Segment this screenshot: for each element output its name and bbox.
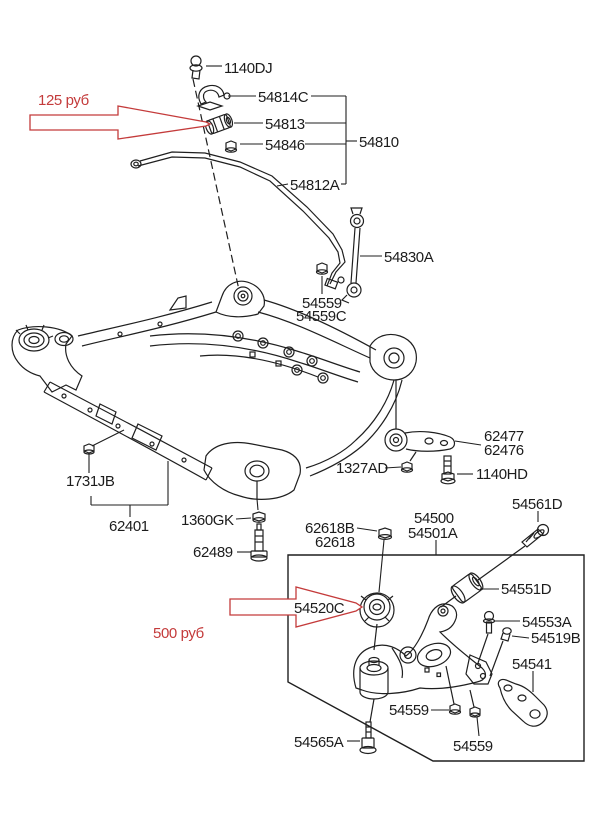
part-label-54559-27: 54559 — [389, 702, 429, 719]
part-label-54813-2: 54813 — [265, 116, 305, 133]
part-label-54559c-8: 54559C — [296, 308, 347, 325]
plug-54519b — [500, 627, 512, 642]
part-label-54559-7: 54559 — [302, 295, 342, 312]
lower-arm-group — [353, 523, 550, 755]
part-label-54501a-20: 54501A — [408, 525, 458, 542]
part-label-54814c-1: 54814C — [258, 89, 309, 106]
bracket-54814c — [196, 84, 231, 111]
part-label-1731jb-13: 1731JB — [66, 473, 115, 490]
bolt-62489 — [250, 523, 268, 562]
bolt-54561d — [521, 523, 550, 548]
part-label-1140dj-0: 1140DJ — [224, 60, 272, 77]
nut-54559-end — [469, 706, 481, 718]
bushing-54520c — [359, 592, 395, 628]
nut-1327ad — [400, 461, 414, 473]
bolt-54565a — [359, 721, 377, 755]
beam-grommets — [232, 330, 329, 384]
part-label-62476-10: 62476 — [484, 442, 524, 459]
part-label-62401-14: 62401 — [109, 518, 149, 535]
bolt-axis-54561d — [440, 545, 526, 608]
lower-arm-box-54500 — [287, 554, 585, 762]
part-label-54830a-6: 54830A — [384, 249, 434, 266]
sway-bar-group — [130, 55, 365, 304]
part-label-54846-3: 54846 — [265, 137, 305, 154]
part-label-54553a-24: 54553A — [522, 614, 572, 631]
stabilizer-bar-54812a — [130, 151, 346, 290]
price-arrows — [29, 105, 364, 628]
part-label-54500-19: 54500 — [414, 510, 454, 527]
roll-stopper-62477 — [384, 428, 456, 485]
part-label-62477-9: 62477 — [484, 428, 524, 445]
bushing-54813 — [204, 113, 234, 135]
crossmember-62401 — [11, 280, 417, 500]
part-label-54810-4: 54810 — [359, 134, 399, 151]
part-label-54519b-25: 54519B — [531, 630, 581, 647]
nut-1360gk — [252, 511, 266, 523]
part-label-1327ad-11: 1327AD — [336, 460, 388, 477]
part-label-54520c-23: 54520C — [294, 600, 345, 617]
nut-62618 — [377, 527, 393, 540]
assembly-axis-line — [192, 78, 240, 291]
part-label-1360gk-15: 1360GK — [181, 512, 234, 529]
part-label-54812a-5: 54812A — [290, 177, 340, 194]
part-label-62489-16: 62489 — [193, 544, 233, 561]
price-arrow-125 — [29, 105, 212, 140]
arm-rear-bushing — [359, 656, 389, 700]
lower-arm-body — [353, 603, 493, 695]
price-arrow-500 — [229, 586, 364, 628]
part-label-54541-26: 54541 — [512, 656, 552, 673]
bushing-54551d — [450, 572, 484, 604]
nut-54846 — [224, 140, 238, 153]
price-note-1: 500 руб — [153, 625, 204, 642]
bolt-54553a — [482, 610, 496, 634]
bolt-1140hd — [440, 455, 456, 485]
part-label-54565a-29: 54565A — [294, 734, 344, 751]
plug-axis-54519b — [489, 640, 504, 677]
part-label-1140hd-12: 1140HD — [476, 466, 528, 483]
part-label-54551d-22: 54551D — [501, 581, 552, 598]
price-note-0: 125 руб — [38, 92, 89, 109]
crossmember-hardware — [83, 443, 393, 562]
arm-bolt-line — [369, 698, 375, 723]
part-label-62618b-17: 62618B — [305, 520, 355, 537]
stabilizer-link-54830a — [340, 207, 365, 304]
bracket-54541 — [497, 678, 548, 727]
labels-layer: 1140DJ 54814C 54813 54846 54810 54812A 54830A 5… — [38, 60, 581, 755]
nut-54559-top — [315, 262, 329, 275]
bolt-axis-54553a — [477, 633, 489, 664]
leader-lines — [88, 65, 539, 742]
part-label-54561d-21: 54561D — [512, 496, 563, 513]
part-label-62618-18: 62618 — [315, 534, 355, 551]
bolt-1140dj — [189, 55, 203, 80]
part-label-54559-28: 54559 — [453, 738, 493, 755]
ball-stud-lines — [445, 665, 475, 708]
nut-54559-balljoint — [448, 703, 462, 715]
